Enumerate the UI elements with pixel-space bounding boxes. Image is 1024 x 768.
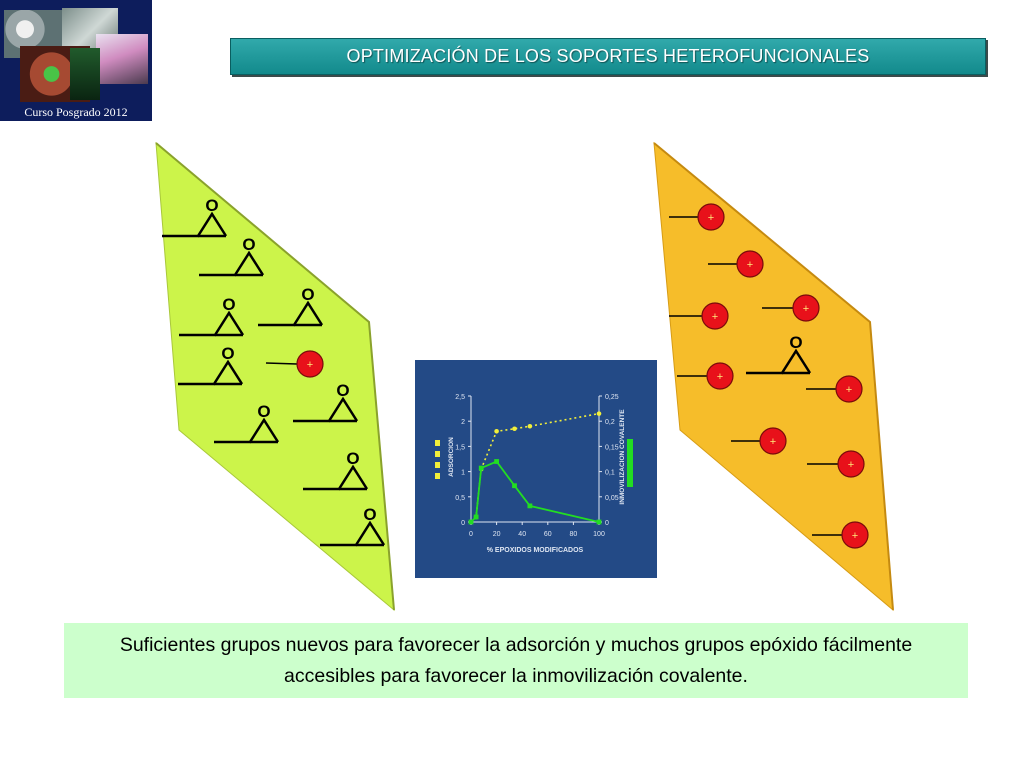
- data-point-adsorcion: [494, 428, 499, 434]
- y-left-axis-label: ADSORCION: [448, 437, 455, 477]
- legend-marker-adsorcion: [435, 473, 440, 479]
- legend-marker-adsorcion: [435, 440, 440, 446]
- cation-group: +: [677, 362, 734, 390]
- x-tick-label: 60: [544, 531, 552, 538]
- epoxide-group: O: [199, 235, 265, 277]
- epoxide-oxygen-label: O: [336, 381, 349, 400]
- adsorption-chart: 0 0,5 1 1,5 2 2,5 0 0,05 0,1 0,15 0,2 0,25 0 20 40 60 80…: [435, 394, 633, 554]
- cation-plus-label: +: [747, 259, 753, 271]
- data-point-inmovilizacion: [478, 465, 484, 471]
- epoxide-group: O: [179, 295, 245, 337]
- epoxide-oxygen-label: O: [242, 235, 255, 254]
- cation-plus-label: +: [803, 303, 809, 315]
- data-point-adsorcion: [512, 426, 517, 432]
- conclusion-line-2: accesibles para favorecer la inmovilizac…: [284, 664, 748, 687]
- cation-plus-label: +: [712, 311, 718, 323]
- y-left-tick-label: 0: [461, 520, 465, 527]
- legend-marker-adsorcion: [435, 451, 440, 457]
- data-point-inmovilizacion: [512, 483, 517, 489]
- y-left-tick-label: 0,5: [455, 495, 465, 502]
- epoxide-oxygen-label: O: [222, 295, 235, 314]
- logo-glassware-image: [96, 34, 148, 84]
- epoxide-oxygen-label: O: [257, 402, 270, 421]
- y-right-tick-label: 0,1: [605, 470, 615, 477]
- epoxide-group: O: [214, 402, 280, 444]
- cation-group: +: [731, 427, 787, 455]
- y-right-axis-label: INMOVILIZACION COVALENTE: [619, 409, 626, 505]
- y-right-tick-label: 0,15: [605, 444, 619, 451]
- cation-group: +: [265, 350, 324, 378]
- conclusion-line-1: Suficientes grupos nuevos para favorecer…: [119, 633, 913, 656]
- legend-marker-inmovilizacion: [627, 439, 633, 487]
- cation-group: +: [812, 521, 869, 549]
- cation-plus-label: +: [846, 384, 852, 396]
- series-line-adsorcion: [470, 412, 600, 523]
- epoxide-groups: O O O O O O O O O O: [162, 196, 812, 547]
- green-support-edge: [155, 142, 395, 611]
- epoxide-group: O: [293, 381, 359, 423]
- data-point-inmovilizacion: [494, 459, 499, 464]
- epoxide-group: O: [746, 333, 812, 375]
- x-tick-label: 40: [518, 531, 526, 538]
- epoxide-group: O: [178, 344, 244, 386]
- cation-group: +: [669, 302, 729, 330]
- data-point-inmovilizacion: [527, 503, 533, 509]
- cation-group: +: [762, 294, 820, 322]
- cation-plus-label: +: [770, 436, 776, 448]
- cation-group: +: [708, 250, 764, 278]
- legend-marker-adsorcion: [435, 462, 440, 468]
- epoxide-oxygen-label: O: [301, 285, 314, 304]
- y-right-tick-label: 0: [605, 520, 609, 527]
- cation-plus-label: +: [852, 530, 858, 542]
- cation-plus-label: +: [717, 371, 723, 383]
- y-left-tick-label: 2: [461, 419, 465, 426]
- data-point-adsorcion: [527, 423, 533, 429]
- data-point-inmovilizacion: [468, 519, 474, 525]
- cation-plus-label: +: [848, 459, 854, 471]
- x-axis-label: % EPOXIDOS MODIFICADOS: [487, 547, 584, 554]
- slide-title: OPTIMIZACIÓN DE LOS SOPORTES HETEROFUNCI…: [230, 38, 986, 75]
- epoxide-oxygen-label: O: [205, 196, 218, 215]
- x-tick-label: 80: [570, 531, 578, 538]
- cation-plus-label: +: [307, 359, 313, 371]
- x-tick-label: 20: [493, 531, 501, 538]
- data-point-inmovilizacion: [473, 514, 479, 520]
- course-logo: Curso Posgrado 2012: [0, 0, 152, 121]
- cation-group: +: [806, 375, 863, 403]
- y-right-tick-label: 0,05: [605, 495, 619, 502]
- conclusion-box: Suficientes grupos nuevos para favorecer…: [64, 623, 968, 698]
- adsorption-chart-panel: 0 0,5 1 1,5 2 2,5 0 0,05 0,1 0,15 0,2 0,25 0 20 40 60 80…: [415, 360, 657, 578]
- x-tick-label: 0: [469, 531, 473, 538]
- y-right-tick-label: 0,2: [605, 419, 615, 426]
- epoxide-group: O: [320, 505, 386, 547]
- y-left-tick-label: 2,5: [455, 394, 465, 401]
- series-line-inmovilizacion: [470, 460, 600, 523]
- epoxide-oxygen-label: O: [789, 333, 802, 352]
- cation-group: +: [669, 203, 725, 231]
- epoxide-oxygen-label: O: [221, 344, 234, 363]
- data-point-inmovilizacion: [596, 519, 602, 525]
- cation-plus-label: +: [708, 212, 714, 224]
- epoxide-group: O: [258, 285, 324, 327]
- cationic-groups: + + + + + + + + + +: [265, 203, 869, 549]
- epoxide-oxygen-label: O: [346, 449, 359, 468]
- y-right-tick-label: 0,25: [605, 394, 619, 401]
- cation-group: +: [807, 450, 865, 478]
- orange-support-edge: [653, 142, 894, 611]
- epoxide-group: O: [162, 196, 228, 238]
- logo-cell-image: [70, 48, 100, 100]
- epoxide-oxygen-label: O: [363, 505, 376, 524]
- x-tick-label: 100: [593, 531, 605, 538]
- epoxide-group: O: [303, 449, 369, 491]
- data-point-adsorcion: [596, 411, 602, 416]
- y-left-tick-label: 1: [461, 470, 465, 477]
- logo-caption: Curso Posgrado 2012: [24, 105, 128, 119]
- y-left-tick-label: 1,5: [455, 444, 465, 451]
